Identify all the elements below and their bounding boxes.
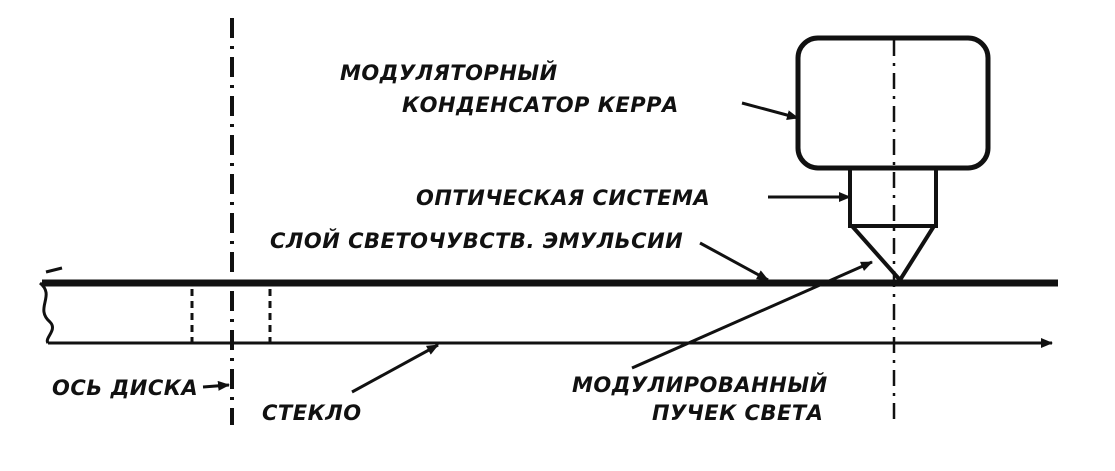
pointer-arrow-axis [202,380,230,391]
pointer-arrow-kerr [741,101,799,120]
label-modulated-line1: МОДУЛИРОВАННЫЙ [572,372,828,397]
glass-left-edge [38,281,54,344]
light-beam-cone [850,224,936,282]
label-optical-system: ОПТИЧЕСКАЯ СИСТЕМА [416,186,710,210]
label-emulsion-layer: СЛОЙ СВЕТОЧУВСТВ. ЭМУЛЬСИИ [270,228,683,253]
label-glass: СТЕКЛО [262,401,362,425]
pointer-arrow-beam [631,260,873,370]
label-modulator-line1: МОДУЛЯТОРНЫЙ [340,60,558,85]
label-disk-axis: ОСЬ ДИСКА [52,376,198,400]
pointer-arrow-glass [351,343,439,394]
pointer-arrow-emulsion [699,241,769,282]
label-modulated-line2: ПУЧЕК СВЕТА [652,401,823,425]
glass-left-tick [45,266,63,274]
label-modulator-line2: КОНДЕНСАТОР КЕРРА [402,93,679,117]
